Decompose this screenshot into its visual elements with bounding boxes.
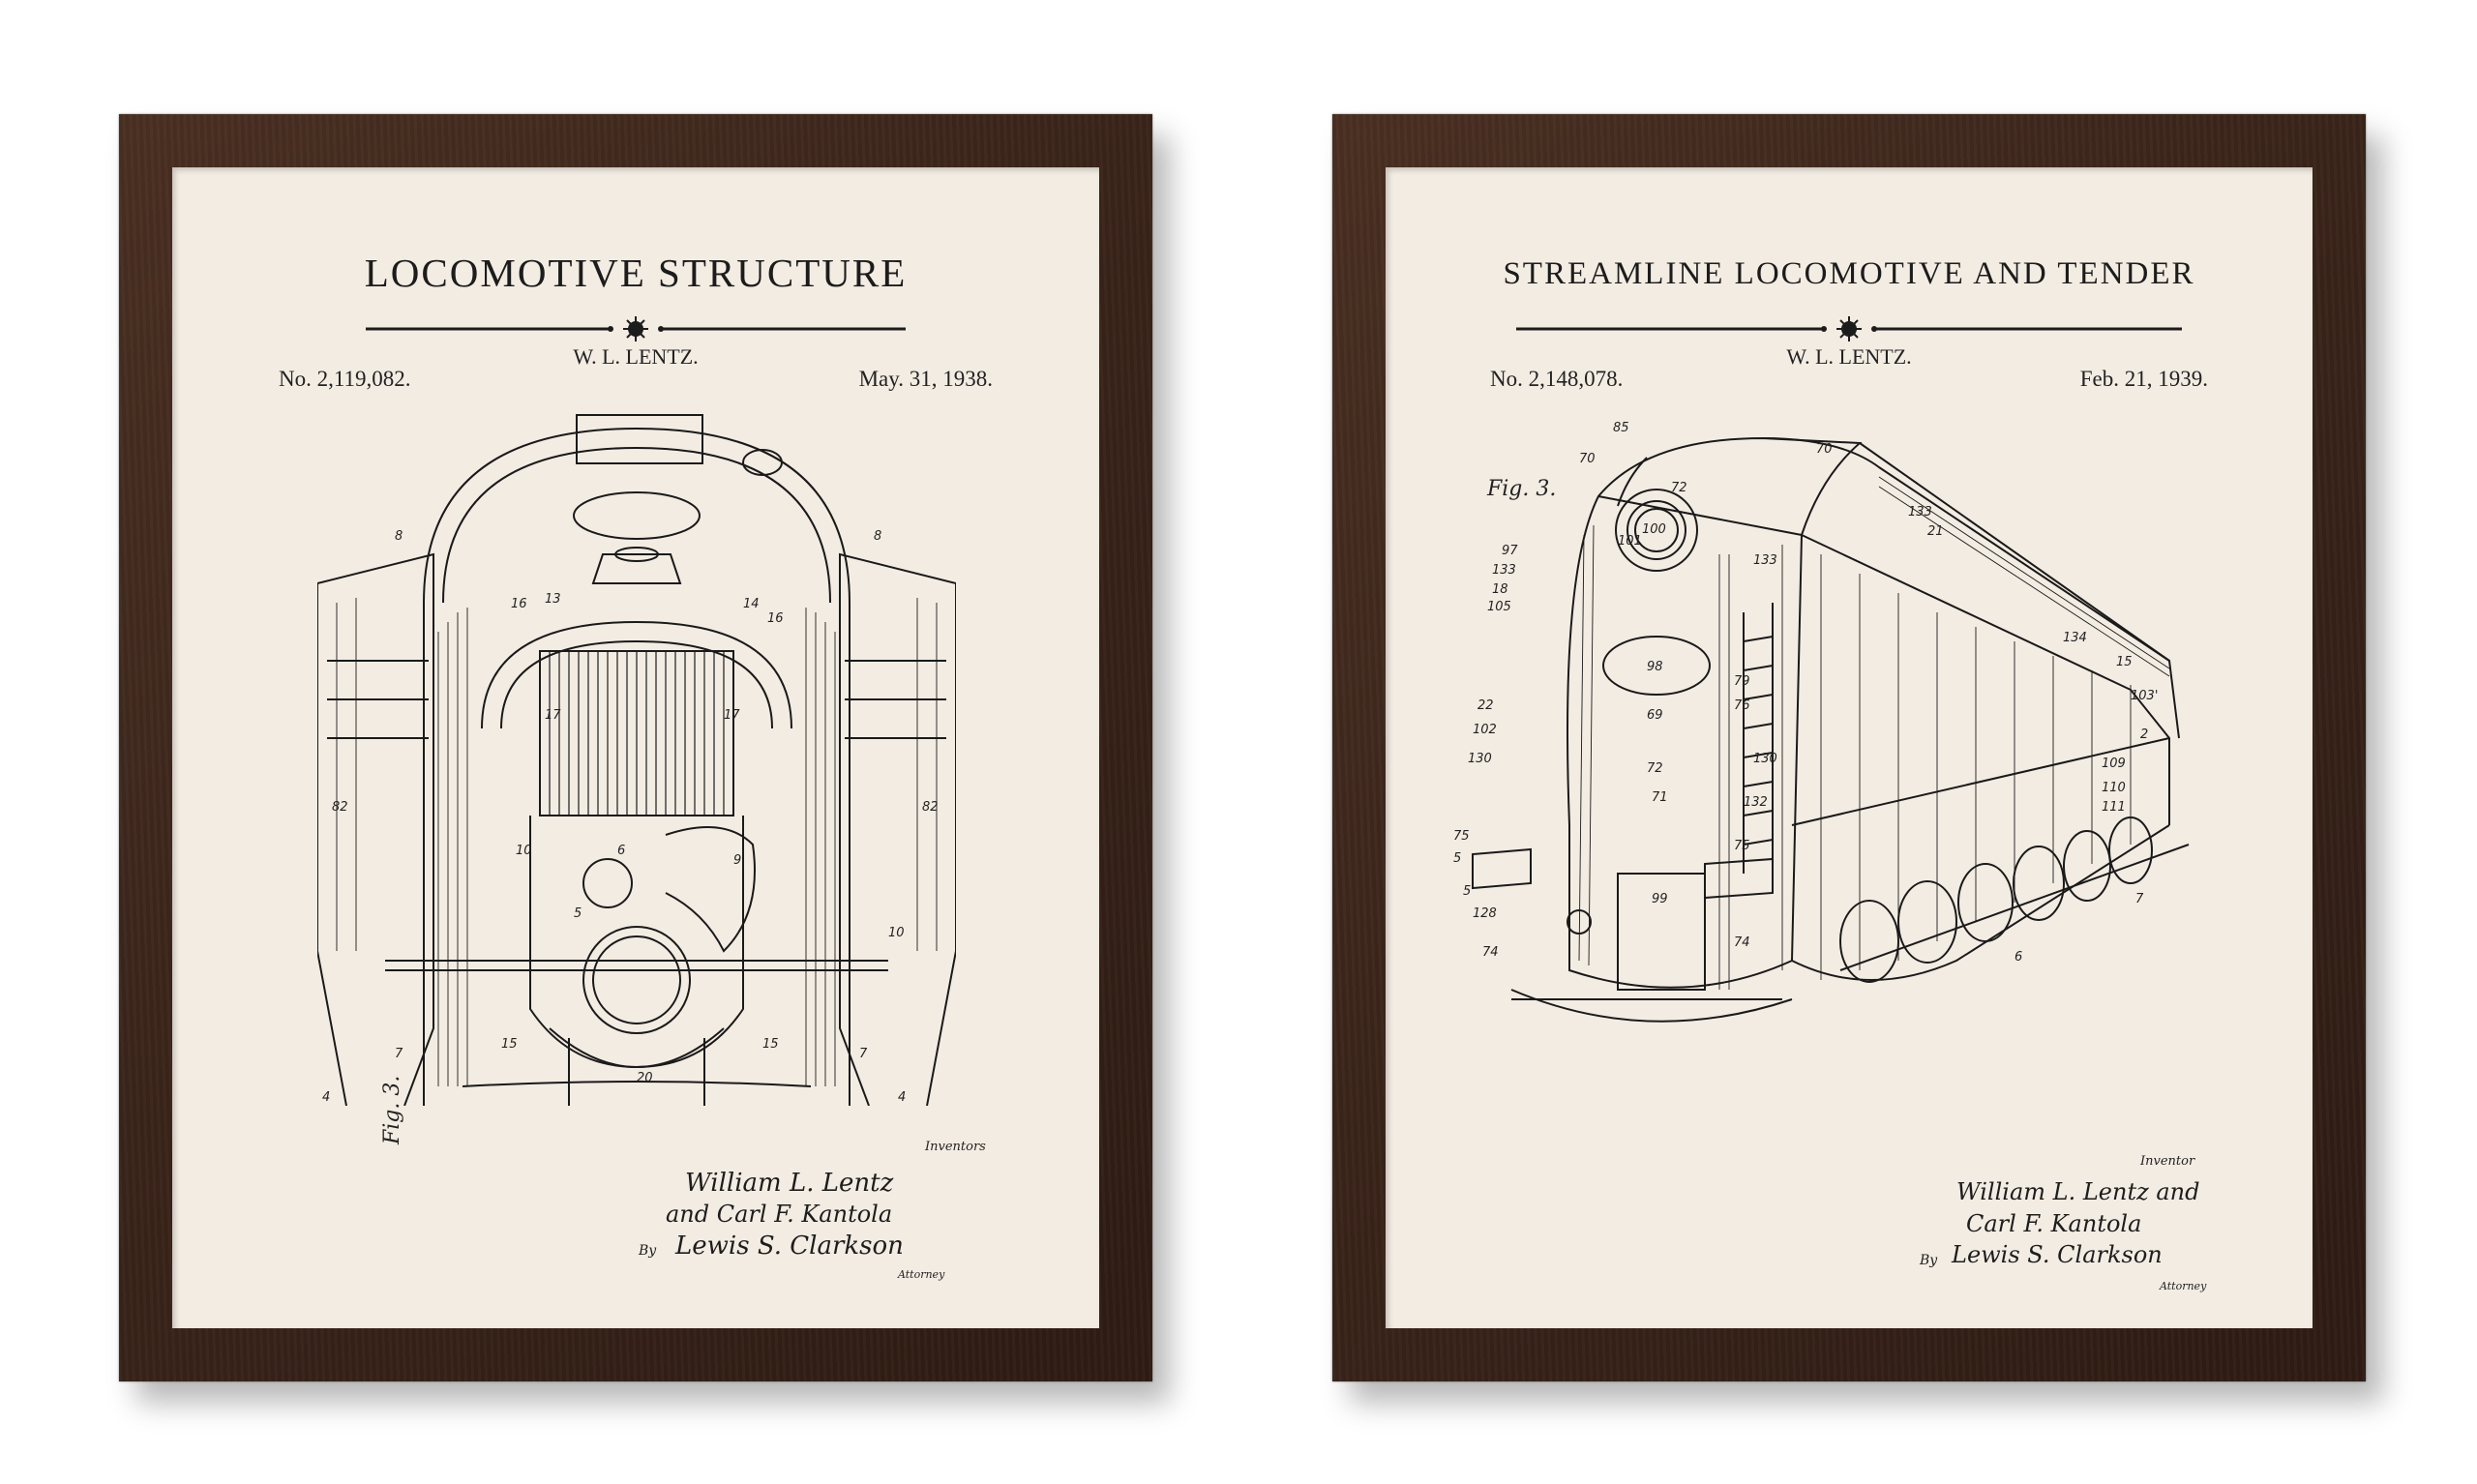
left-poster-mat: LOCOMOTIVE STRUCTURE W. L. LENTZ. No. 2,… [172,167,1099,1328]
right-patent-number: No. 2,148,078. [1490,367,1623,392]
svg-text:70: 70 [1816,442,1833,457]
svg-text:74: 74 [1734,935,1750,950]
svg-text:75: 75 [1453,829,1470,844]
svg-text:6: 6 [617,844,625,858]
svg-text:82: 82 [922,800,939,815]
streamline-locomotive-drawing: 85 70 70 72 101 100 97 133 18 105 98 69 … [1453,419,2247,1077]
right-title-ornament [1386,314,2313,343]
svg-text:133: 133 [1492,563,1516,578]
svg-text:109: 109 [2102,757,2126,771]
svg-text:5: 5 [574,906,582,921]
svg-text:5: 5 [1463,884,1471,899]
right-by-label: By [1920,1253,1937,1268]
svg-text:20: 20 [637,1071,653,1085]
svg-text:7: 7 [859,1047,868,1061]
svg-text:128: 128 [1473,906,1497,921]
svg-text:98: 98 [1647,660,1663,674]
svg-text:21: 21 [1927,524,1944,539]
svg-text:99: 99 [1652,892,1668,906]
left-patent-number: No. 2,119,082. [279,367,411,392]
left-by-label: By [639,1243,656,1259]
svg-text:71: 71 [1652,790,1668,805]
left-attorney-label: Attorney [898,1268,944,1281]
svg-text:16: 16 [767,611,784,626]
svg-text:111: 111 [2102,800,2126,815]
svg-text:8: 8 [395,529,403,544]
left-signature-line-2: and Carl F. Kantola [666,1201,892,1228]
left-poster-title: LOCOMOTIVE STRUCTURE [172,250,1099,296]
left-signature-line-1: William L. Lentz [685,1169,893,1198]
svg-text:7: 7 [2135,892,2144,906]
svg-text:132: 132 [1744,795,1768,810]
left-title-ornament [172,314,1099,343]
right-inventor-label: Inventor [2140,1154,2194,1169]
svg-text:72: 72 [1671,481,1687,495]
svg-text:10: 10 [516,844,532,858]
svg-text:72: 72 [1647,761,1663,776]
svg-text:15: 15 [2116,655,2133,669]
svg-text:8: 8 [874,529,881,544]
svg-text:7: 7 [395,1047,403,1061]
svg-text:74: 74 [1482,945,1499,960]
svg-text:103': 103' [2131,689,2158,703]
svg-text:17: 17 [545,708,561,723]
svg-text:130: 130 [1468,752,1492,766]
locomotive-front-view-drawing: 8 8 82 82 16 13 14 16 17 17 10 9 6 5 10 … [317,409,956,1106]
right-picture-frame: STREAMLINE LOCOMOTIVE AND TENDER W. L. L… [1332,114,2366,1381]
svg-text:14: 14 [743,597,760,611]
svg-text:2: 2 [2140,727,2148,742]
right-signature-line-2: Carl F. Kantola [1966,1210,2141,1237]
left-picture-frame: LOCOMOTIVE STRUCTURE W. L. LENTZ. No. 2,… [119,114,1152,1381]
svg-text:4: 4 [898,1090,906,1105]
left-attorney-signature: Lewis S. Clarkson [675,1232,904,1261]
svg-text:133: 133 [1753,553,1777,568]
right-poster-title: STREAMLINE LOCOMOTIVE AND TENDER [1386,256,2313,292]
svg-text:97: 97 [1502,544,1518,558]
svg-text:22: 22 [1477,698,1494,713]
svg-text:10: 10 [888,926,905,940]
svg-text:105: 105 [1487,600,1511,614]
svg-text:75: 75 [1734,839,1750,853]
right-poster-mat: STREAMLINE LOCOMOTIVE AND TENDER W. L. L… [1386,167,2313,1328]
svg-text:102: 102 [1473,723,1497,737]
svg-text:4: 4 [322,1090,330,1105]
right-attorney-label: Attorney [2160,1280,2206,1292]
svg-text:101: 101 [1618,534,1642,549]
svg-text:9: 9 [733,853,741,868]
svg-text:110: 110 [2102,781,2126,795]
right-fig-label: Fig. 3. [1487,477,1556,501]
svg-text:13: 13 [545,592,561,607]
svg-text:79: 79 [1734,674,1750,689]
right-patent-date: Feb. 21, 1939. [2080,367,2208,392]
svg-text:18: 18 [1492,582,1508,597]
svg-text:5: 5 [1453,851,1461,866]
svg-text:133: 133 [1908,505,1932,519]
svg-text:85: 85 [1613,421,1629,435]
right-signature-line-1: William L. Lentz and [1956,1178,2199,1205]
left-fig-label: Fig. 3. [380,1076,404,1144]
svg-text:134: 134 [2063,631,2087,645]
svg-text:15: 15 [501,1037,518,1052]
left-patent-date: May. 31, 1938. [859,367,993,392]
svg-text:16: 16 [511,597,527,611]
svg-text:17: 17 [724,708,740,723]
left-inventors-label: Inventors [925,1140,986,1154]
svg-text:70: 70 [1579,452,1596,466]
svg-text:15: 15 [762,1037,779,1052]
svg-text:76: 76 [1734,698,1750,713]
svg-text:6: 6 [2014,950,2022,965]
right-attorney-signature: Lewis S. Clarkson [1952,1241,2163,1268]
svg-text:130: 130 [1753,752,1777,766]
svg-text:82: 82 [332,800,348,815]
svg-text:69: 69 [1647,708,1663,723]
svg-text:100: 100 [1642,522,1666,537]
